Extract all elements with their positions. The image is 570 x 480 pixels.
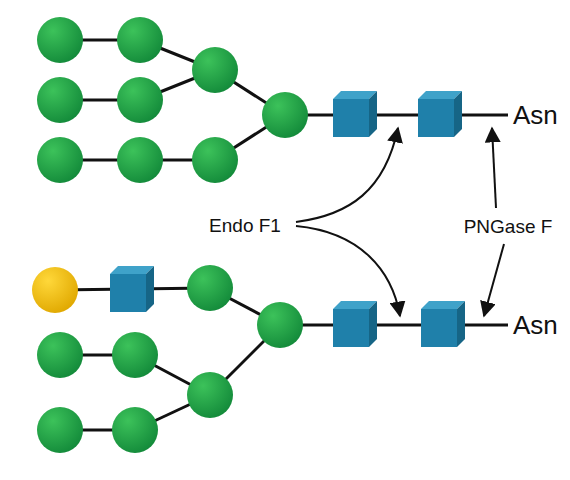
glycosidic-bonds	[55, 40, 508, 430]
residue-label: Asn	[513, 312, 558, 338]
mannose-residues	[37, 17, 308, 453]
residue-label: Asn	[513, 102, 558, 128]
enzyme-label: Endo F1	[209, 216, 281, 235]
glcnac-residues	[110, 91, 465, 347]
galactose-residue	[32, 267, 78, 313]
enzyme-label: PNGase F	[464, 217, 553, 236]
